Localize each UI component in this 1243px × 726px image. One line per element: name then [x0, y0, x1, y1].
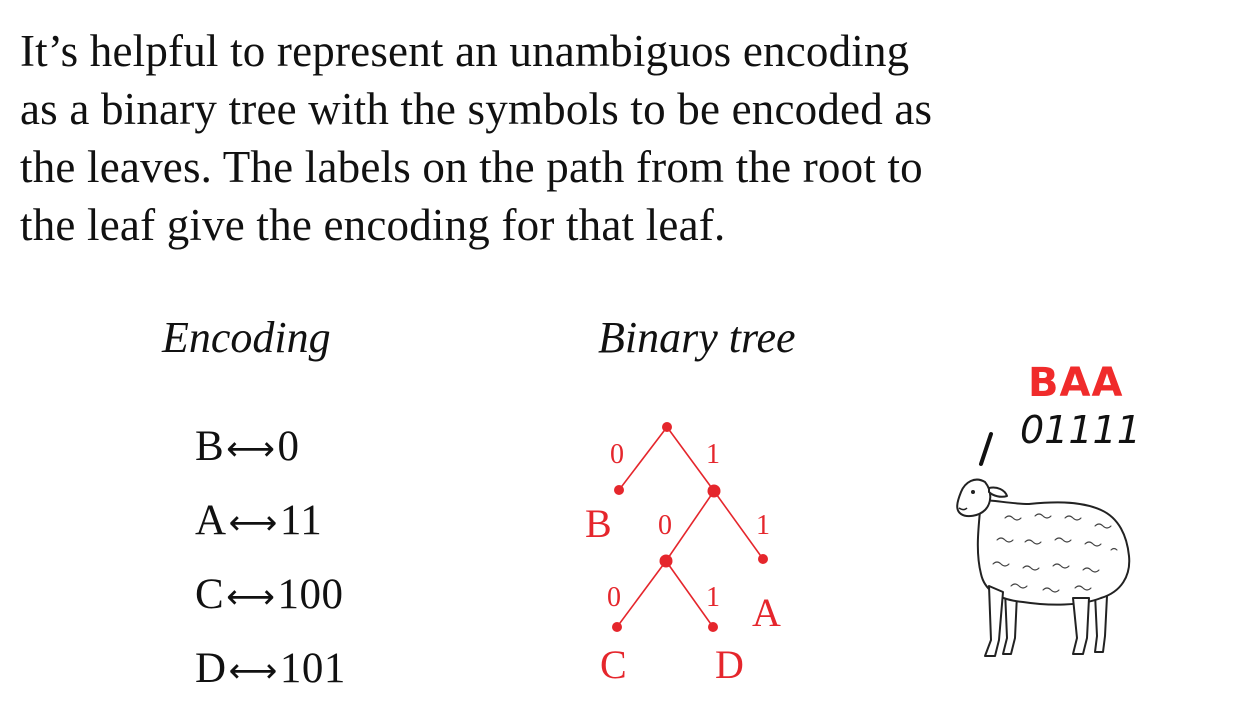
encoding-row-a: A⟷11 [195, 496, 322, 545]
tree-edge [618, 426, 668, 491]
double-arrow-icon: ⟷ [228, 503, 278, 543]
tree-leaf-b-node [614, 485, 624, 495]
encoding-row-d: D⟷101 [195, 644, 346, 693]
encoding-symbol: C [195, 571, 225, 618]
encoding-heading: Encoding [162, 313, 331, 362]
leaf-label-a: A [752, 590, 781, 635]
tree-edge [665, 560, 714, 628]
tree-edge [616, 560, 667, 628]
tree-leaf-c-node [612, 622, 622, 632]
encoding-row-c: C⟷100 [195, 570, 343, 619]
double-arrow-icon: ⟷ [228, 651, 278, 691]
encoding-code: 11 [279, 497, 323, 544]
message-bits: 01111 [1020, 408, 1141, 452]
encoding-code: 101 [279, 645, 346, 692]
intro-line: It’s helpful to represent an unambiguos … [20, 26, 910, 76]
intro-line: as a binary tree with the symbols to be … [20, 84, 933, 134]
edge-label: 1 [756, 510, 770, 541]
tree-root-node [662, 422, 672, 432]
leaf-label-d: D [715, 642, 744, 687]
binary-tree-diagram: 0 1 0 1 0 1 B A C D [585, 422, 781, 687]
binary-tree-heading: Binary tree [598, 313, 796, 362]
speech-mark-icon [979, 432, 993, 466]
encoding-code: 100 [277, 571, 344, 618]
message-letters: BAA [1028, 360, 1124, 406]
double-arrow-icon: ⟷ [226, 577, 276, 617]
intro-line: the leaves. The labels on the path from … [20, 142, 923, 192]
double-arrow-icon: ⟷ [226, 429, 276, 469]
encoding-row-b: B⟷0 [195, 422, 299, 471]
encoding-symbol: A [195, 497, 227, 544]
tree-internal-node [659, 554, 673, 568]
tree-edge [665, 490, 715, 562]
tree-leaf-d-node [708, 622, 718, 632]
tree-edge [666, 426, 715, 492]
intro-paragraph: It’s helpful to represent an unambiguos … [20, 22, 1235, 254]
encoding-symbol: B [195, 423, 225, 470]
edge-label: 0 [610, 439, 624, 470]
sheep-icon [956, 478, 1131, 657]
tree-leaf-a-node [758, 554, 768, 564]
intro-line: the leaf give the encoding for that leaf… [20, 200, 726, 250]
edge-label: 1 [706, 439, 720, 470]
edge-label: 1 [706, 582, 720, 613]
tree-internal-node [707, 484, 721, 498]
leaf-label-c: C [600, 642, 627, 687]
tree-edge [713, 490, 764, 560]
encoding-symbol: D [195, 645, 227, 692]
edge-label: 0 [607, 582, 621, 613]
leaf-label-b: B [585, 501, 612, 546]
encoding-code: 0 [277, 423, 300, 470]
edge-label: 0 [658, 510, 672, 541]
